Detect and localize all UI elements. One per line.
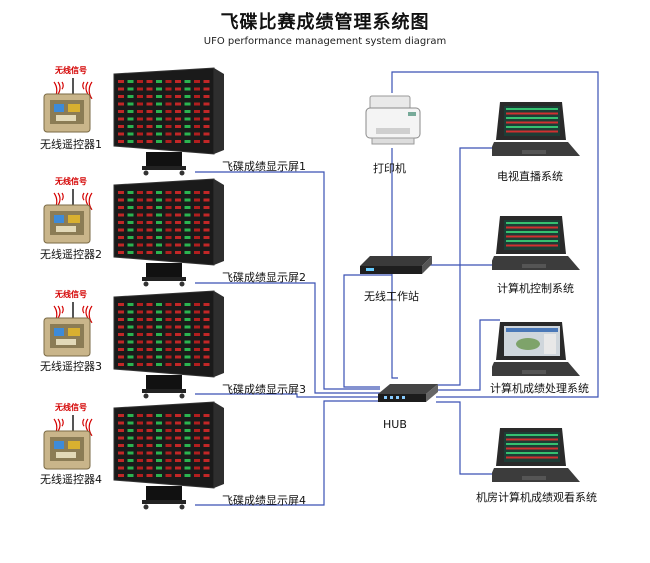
diagram-title: 飞碟比赛成绩管理系统图 <box>220 12 430 33</box>
remote-controller-1 <box>43 78 93 133</box>
link-screen3-hub <box>195 393 380 398</box>
remote-label-3: 无线遥控器3 <box>40 360 102 373</box>
display-screen-3 <box>113 290 224 399</box>
signal-label-3: 无线信号 <box>55 290 87 299</box>
remote-label-2: 无线遥控器2 <box>40 248 102 261</box>
tv-system-label: 电视直播系统 <box>497 170 563 183</box>
screen-label-2: 飞碟成绩显示屏2 <box>222 271 306 284</box>
laptop-control-icon <box>492 216 580 270</box>
workstation-icon <box>360 256 432 274</box>
link-printer-hub <box>391 148 398 379</box>
remote-controller-4 <box>43 415 93 470</box>
link-workstation-hub <box>343 274 392 388</box>
screen-label-3: 飞碟成绩显示屏3 <box>222 383 306 396</box>
viewing-system-label: 机房计算机成绩观看系统 <box>476 491 597 504</box>
signal-label-2: 无线信号 <box>55 177 87 186</box>
remote-controllers <box>43 78 93 470</box>
printer-icon <box>365 95 421 145</box>
remote-label-1: 无线遥控器1 <box>40 138 102 151</box>
printer-label: 打印机 <box>373 162 406 175</box>
link-processing-hub <box>436 319 500 391</box>
remote-label-4: 无线遥控器4 <box>40 473 102 486</box>
link-tv-hub <box>436 147 500 386</box>
display-screen-1 <box>113 67 224 176</box>
hub-icon <box>378 384 438 402</box>
link-screen4-hub <box>195 400 380 506</box>
display-screen-2 <box>113 178 224 287</box>
workstation-label: 无线工作站 <box>364 290 419 303</box>
link-screen2-hub <box>195 282 380 394</box>
control-system-label: 计算机控制系统 <box>497 282 574 295</box>
link-printer-top <box>391 71 599 398</box>
screen-label-4: 飞碟成绩显示屏4 <box>222 494 306 507</box>
laptop-tv-icon <box>492 102 580 156</box>
remote-controller-2 <box>43 189 93 244</box>
hub-label: HUB <box>383 418 407 431</box>
link-screen1-hub <box>195 171 380 390</box>
laptop-processing-icon <box>492 322 580 376</box>
link-viewing-hub <box>436 401 500 475</box>
remote-controller-3 <box>43 302 93 357</box>
display-screen-4 <box>113 401 224 510</box>
diagram-subtitle: UFO performance management system diagra… <box>203 36 447 47</box>
signal-label-4: 无线信号 <box>55 403 87 412</box>
screen-label-1: 飞碟成绩显示屏1 <box>222 160 306 173</box>
laptop-viewing-icon <box>492 428 580 482</box>
display-screens <box>113 67 224 510</box>
processing-system-label: 计算机成绩处理系统 <box>490 382 589 395</box>
signal-label-1: 无线信号 <box>55 66 87 75</box>
